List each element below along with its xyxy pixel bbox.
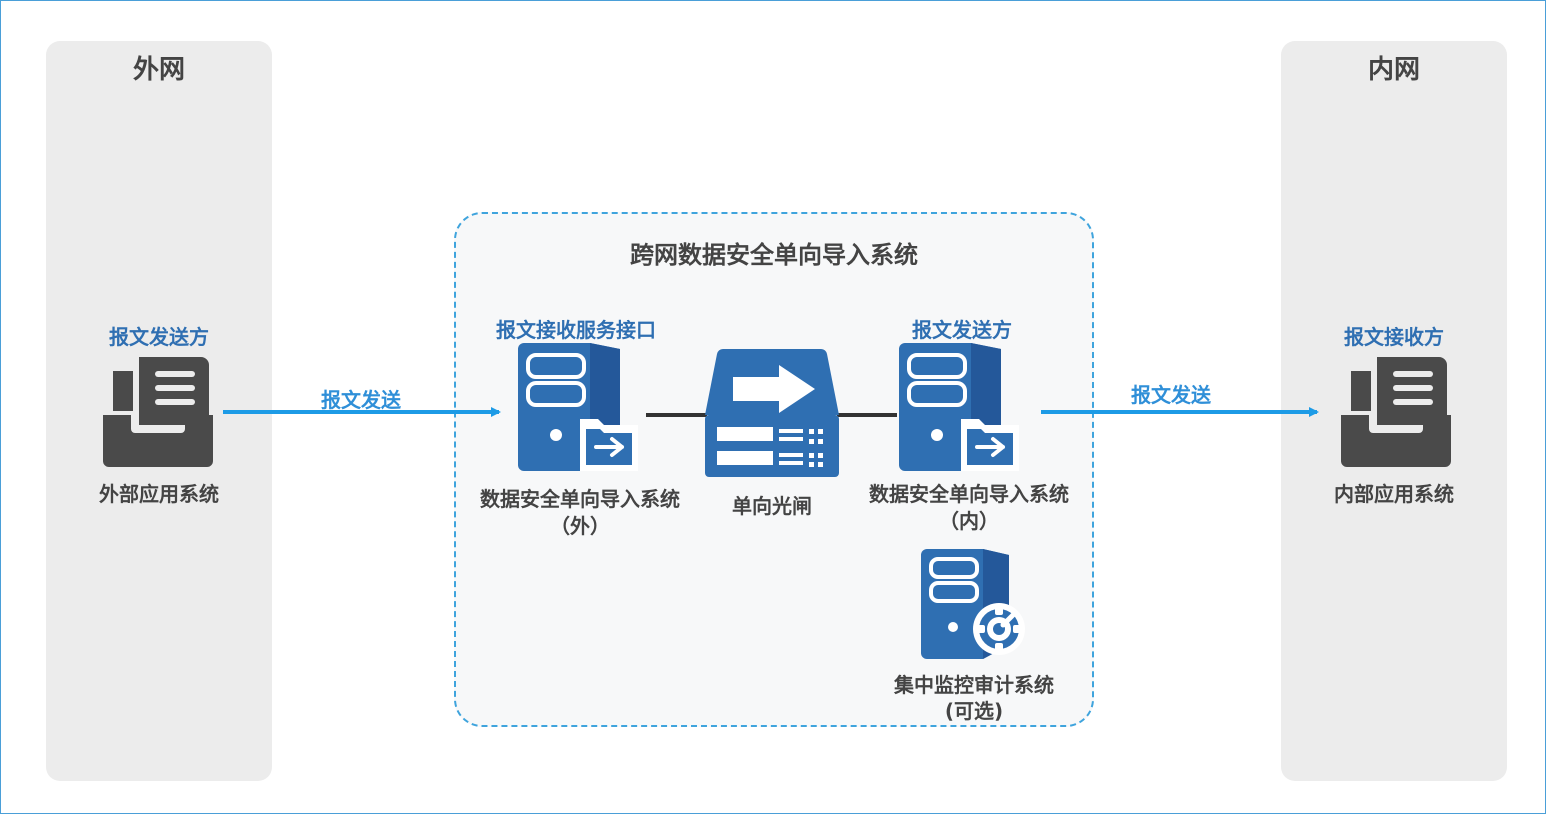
monitor-optional-label: (可选) xyxy=(944,699,1004,723)
server-gear-icon xyxy=(921,549,1025,659)
left-arrow-label: 报文发送 xyxy=(321,388,401,412)
server-folder-arrow-icon xyxy=(899,343,1019,471)
external-system-suffix: （外） xyxy=(550,514,610,538)
internal-system-suffix: （内） xyxy=(939,509,999,533)
external-app-system-label: 外部应用系统 xyxy=(99,482,219,506)
external-system-label: 数据安全单向导入系统 xyxy=(480,487,680,511)
receive-interface-label: 报文接收服务接口 xyxy=(496,318,656,342)
inbox-document-icon xyxy=(103,357,213,467)
one-way-gateway-icon xyxy=(705,348,839,477)
internal-app-system-label: 内部应用系统 xyxy=(1334,482,1454,506)
center-title: 跨网数据安全单向导入系统 xyxy=(630,241,918,269)
outer-network-title: 外网 xyxy=(132,55,185,85)
internal-sender-label: 报文发送方 xyxy=(912,318,1012,342)
receiver-label: 报文接收方 xyxy=(1344,325,1444,349)
internal-system-label: 数据安全单向导入系统 xyxy=(869,482,1069,506)
inbox-document-icon xyxy=(1341,357,1451,467)
sender-label: 报文发送方 xyxy=(109,325,209,349)
inner-network-title: 内网 xyxy=(1367,55,1420,85)
right-arrow-label: 报文发送 xyxy=(1131,383,1211,407)
server-folder-arrow-icon xyxy=(518,343,638,471)
gateway-label: 单向光闸 xyxy=(732,494,812,518)
monitor-system-label: 集中监控审计系统 xyxy=(894,673,1054,697)
